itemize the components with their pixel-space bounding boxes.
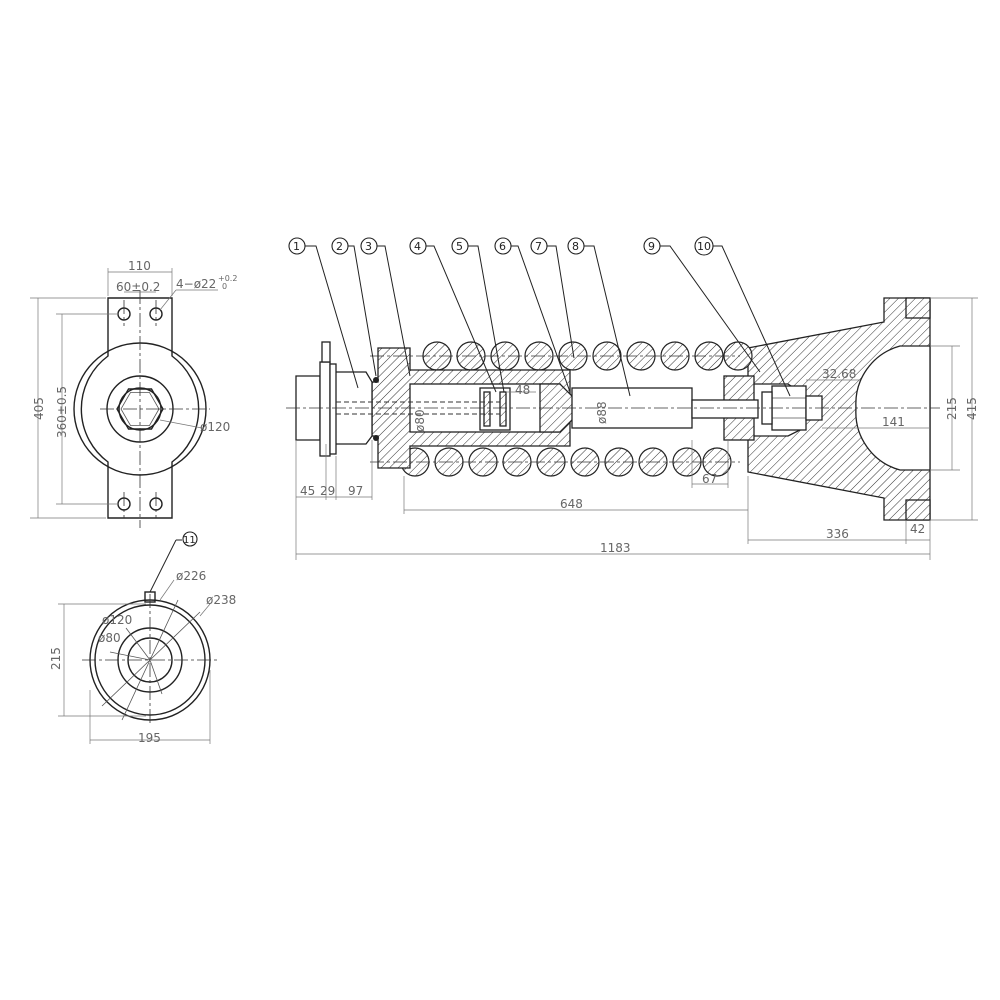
balloon-9-label: 9	[648, 240, 655, 253]
dim-hole-label: 4−ø22	[176, 277, 216, 291]
dim-42: 42	[910, 522, 925, 536]
rod-thread	[691, 399, 759, 419]
dim-195: 195	[138, 731, 161, 745]
bracket-flange-bottom	[905, 499, 931, 521]
balloon-7-label: 7	[535, 240, 542, 253]
dim-29: 29	[320, 484, 335, 498]
end-view-flange-outline	[80, 297, 200, 519]
dim-360: 360±0.5	[55, 386, 69, 438]
dim-sec-215: 215	[49, 647, 63, 670]
dim-32-68: 32.68	[822, 367, 856, 381]
seal-dot-icon	[373, 377, 379, 383]
main-dimensions: ø80 ø88 48 32.68 141 45 29 97 648 67	[295, 297, 979, 560]
hex-nut-inner-icon	[120, 392, 160, 426]
dim-110: 110	[128, 259, 151, 273]
dim-336: 336	[826, 527, 849, 541]
main-assembly-view: 1 2 3 4 5 6 7 8 9	[286, 236, 979, 560]
dim-dia-120: ø120	[200, 420, 230, 434]
yoke-bolt	[329, 363, 337, 455]
lube-fitting-icon	[321, 341, 331, 363]
dim-dia-226: ø226	[176, 569, 206, 583]
yoke-flange	[319, 361, 331, 457]
dim-97: 97	[348, 484, 363, 498]
balloon-5-label: 5	[456, 240, 463, 253]
dim-sec-dia-80: ø80	[98, 631, 121, 645]
dim-1183: 1183	[600, 541, 631, 555]
section-radial-lines	[101, 599, 201, 721]
seal-inner	[483, 391, 491, 427]
balloon-2-label: 2	[336, 240, 343, 253]
dim-dia-238: ø238	[206, 593, 236, 607]
balloon-group: 1 2 3 4 5 6 7 8 9	[288, 236, 791, 397]
dim-415: 415	[965, 397, 979, 420]
dim-sec-dia-120: ø120	[102, 613, 132, 627]
dim-215: 215	[945, 397, 959, 420]
balloon-8-label: 8	[572, 240, 579, 253]
dim-60: 60±0.2	[116, 280, 160, 294]
dim-48: 48	[515, 383, 530, 397]
dim-hole-tol-upper: +0.2	[218, 274, 237, 283]
bracket-flange-top	[905, 297, 931, 319]
dim-dia-80: ø80	[413, 409, 427, 432]
balloon-11	[182, 531, 198, 547]
section-view: 11 ø226 ø238 ø120 ø80 215 195	[49, 531, 236, 745]
balloon-3-label: 3	[365, 240, 372, 253]
end-view: 110 60±0.2 4−ø22 +0.2 0 405 360±0.5 ø120	[30, 259, 237, 528]
balloon-6-label: 6	[499, 240, 506, 253]
dim-45: 45	[300, 484, 315, 498]
dim-hole-tol-lower: 0	[222, 282, 227, 291]
balloon-4-label: 4	[414, 240, 421, 253]
dim-405: 405	[32, 397, 46, 420]
dim-648: 648	[560, 497, 583, 511]
balloon-1-label: 1	[293, 240, 300, 253]
dim-dia-88: ø88	[595, 401, 609, 424]
seal-inner	[499, 391, 507, 427]
seal-dot-icon	[373, 435, 379, 441]
balloon-10-label: 10	[697, 240, 711, 253]
dim-141: 141	[882, 415, 905, 429]
dim-67: 67	[702, 472, 717, 486]
balloon-11-label: 11	[183, 535, 196, 546]
